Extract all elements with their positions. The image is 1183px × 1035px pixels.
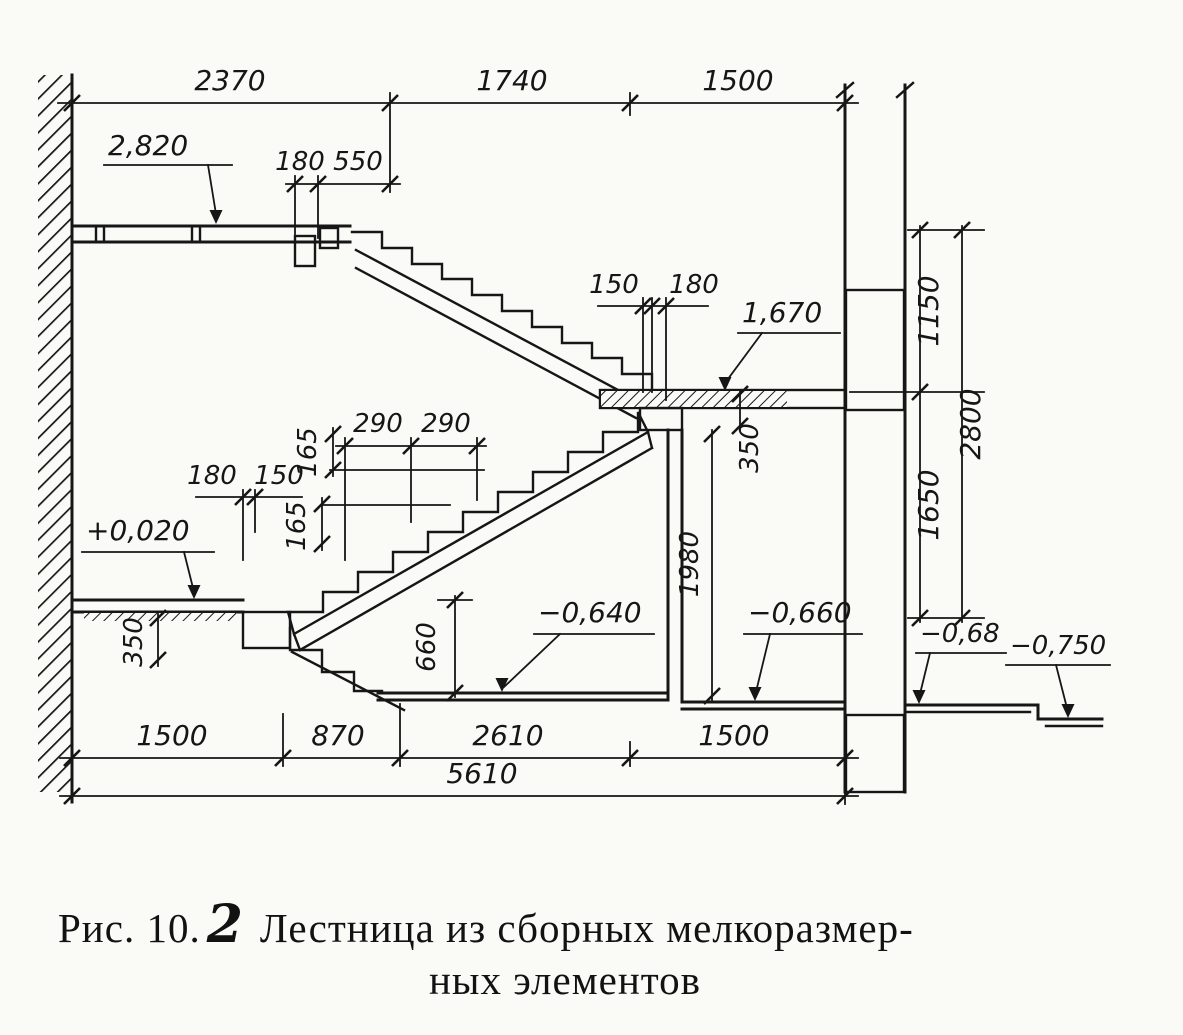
dim-550: 550 bbox=[333, 147, 383, 177]
dim-180-left: 180 bbox=[187, 461, 237, 491]
dim-165-risers: 165 165 bbox=[282, 424, 343, 554]
elevation-0020-label: +0,020 bbox=[86, 514, 190, 547]
elevation-2820: 2,820 bbox=[103, 129, 233, 224]
overall-dimension-line: 5610 bbox=[59, 757, 859, 806]
elevation-2820-label: 2,820 bbox=[108, 129, 188, 162]
dim-180-150-left: 180 150 bbox=[187, 461, 304, 561]
caption-figure-number: 2 bbox=[206, 894, 244, 955]
dim-1500-top: 1500 bbox=[702, 64, 773, 97]
elevation-068: −0,68 bbox=[912, 619, 1007, 704]
dim-350-right-label: 350 bbox=[735, 423, 765, 473]
dim-1150: 1150 bbox=[912, 275, 945, 346]
dim-165-b: 165 bbox=[282, 501, 312, 551]
caption-line1: Рис. 10.2 Лестница из сборных мелкоразмер… bbox=[58, 894, 914, 955]
elevation-1670-label: 1,670 bbox=[742, 296, 822, 329]
dim-290-a: 290 bbox=[353, 409, 403, 439]
elevation-0750-label: −0,750 bbox=[1010, 631, 1106, 661]
dim-2800: 2800 bbox=[954, 388, 987, 459]
dim-2370: 2370 bbox=[194, 64, 265, 97]
upper-flight bbox=[350, 230, 654, 420]
dim-290-290-treads: 290 290 bbox=[321, 409, 487, 561]
dim-1980: 1980 bbox=[675, 424, 722, 706]
dim-350-left: 350 bbox=[119, 608, 168, 670]
dim-180-slab: 180 bbox=[275, 147, 325, 177]
dim-165-a: 165 bbox=[293, 427, 323, 477]
dim-290-b: 290 bbox=[421, 409, 471, 439]
dim-1980-label: 1980 bbox=[675, 531, 705, 597]
elevation-1670: 1,670 bbox=[718, 296, 841, 391]
upper-floor-slab bbox=[70, 224, 352, 268]
dim-660: 660 bbox=[412, 590, 473, 703]
caption-line2: ных элементов bbox=[429, 957, 701, 1003]
dim-150-landing: 150 bbox=[589, 270, 639, 300]
elevation-0750: −0,750 bbox=[1005, 631, 1111, 718]
intermediate-landing bbox=[598, 388, 847, 702]
dim-1740: 1740 bbox=[476, 64, 547, 97]
figure-caption: Рис. 10.2 Лестница из сборных мелкоразмер… bbox=[58, 894, 914, 1003]
dim-2610: 2610 bbox=[472, 719, 543, 752]
elevation-068-label: −0,68 bbox=[920, 619, 1000, 649]
dim-180-landing: 180 bbox=[669, 270, 719, 300]
entrance-steps bbox=[288, 626, 847, 712]
dim-1650: 1650 bbox=[912, 469, 945, 540]
elevation-0020: +0,020 bbox=[81, 514, 215, 599]
elevation-0640-label: −0,640 bbox=[538, 596, 642, 629]
dim-350-left-label: 350 bbox=[119, 617, 149, 667]
dim-180-550: 180 550 bbox=[275, 147, 401, 239]
dim-870: 870 bbox=[311, 719, 364, 752]
dim-150-180-landing: 150 180 bbox=[589, 270, 719, 401]
right-wall bbox=[835, 81, 915, 794]
dim-1500-bottom-right: 1500 bbox=[698, 719, 769, 752]
top-dimension-line: 2370 1740 1500 bbox=[57, 64, 859, 193]
right-vertical-dimensions: 1150 1650 2800 bbox=[849, 220, 987, 628]
dim-1500-bottom-left: 1500 bbox=[136, 719, 207, 752]
dim-5610: 5610 bbox=[446, 757, 517, 790]
dim-660-label: 660 bbox=[412, 622, 442, 672]
caption-text: Лестница из сборных мелкоразмер- bbox=[260, 905, 914, 951]
elevation-0640: −0,640 bbox=[495, 596, 655, 692]
ground-floor bbox=[70, 598, 292, 650]
caption-prefix: Рис. 10. bbox=[58, 905, 201, 951]
elevation-0660: −0,660 bbox=[743, 596, 863, 701]
left-wall bbox=[38, 73, 74, 804]
elevation-0660-label: −0,660 bbox=[748, 596, 852, 629]
dim-150-left: 150 bbox=[254, 461, 304, 491]
exterior-ground bbox=[903, 703, 1104, 728]
lower-flight bbox=[286, 411, 654, 652]
dim-350-right: 350 bbox=[730, 384, 765, 473]
bottom-dimension-line: 1500 870 2610 1500 bbox=[59, 703, 859, 768]
